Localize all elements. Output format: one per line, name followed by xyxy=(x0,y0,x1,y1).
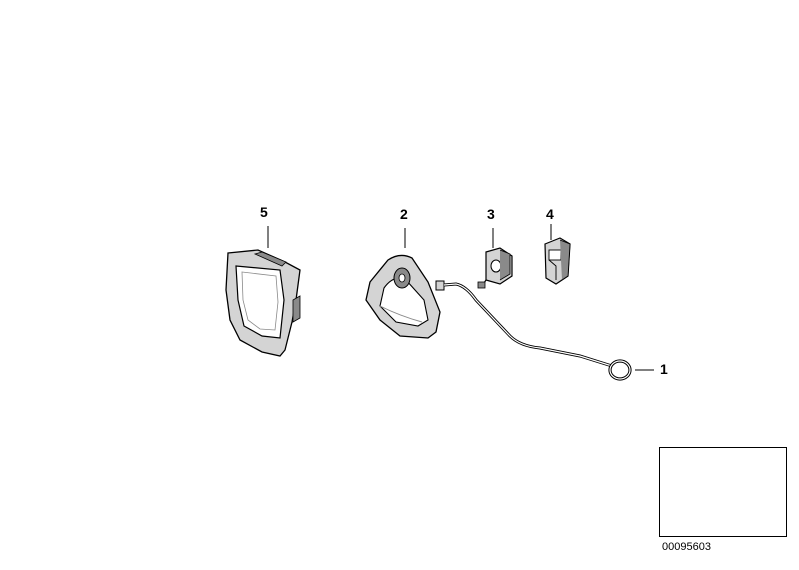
callout-3: 3 xyxy=(487,206,495,222)
callout-4: 4 xyxy=(546,206,554,222)
part-5-trim-frame[interactable] xyxy=(225,249,301,357)
part-2-filler-bowl[interactable] xyxy=(365,254,441,339)
part-4-clip[interactable] xyxy=(544,237,571,285)
vehicle-thumbnail-frame xyxy=(659,447,787,537)
callout-1: 1 xyxy=(660,361,668,377)
callout-5: 5 xyxy=(260,204,268,220)
part-3-bracket[interactable] xyxy=(477,247,513,289)
diagram-id: 00095603 xyxy=(662,541,711,553)
part-1-release-cable[interactable] xyxy=(435,280,632,381)
callout-2: 2 xyxy=(400,206,408,222)
